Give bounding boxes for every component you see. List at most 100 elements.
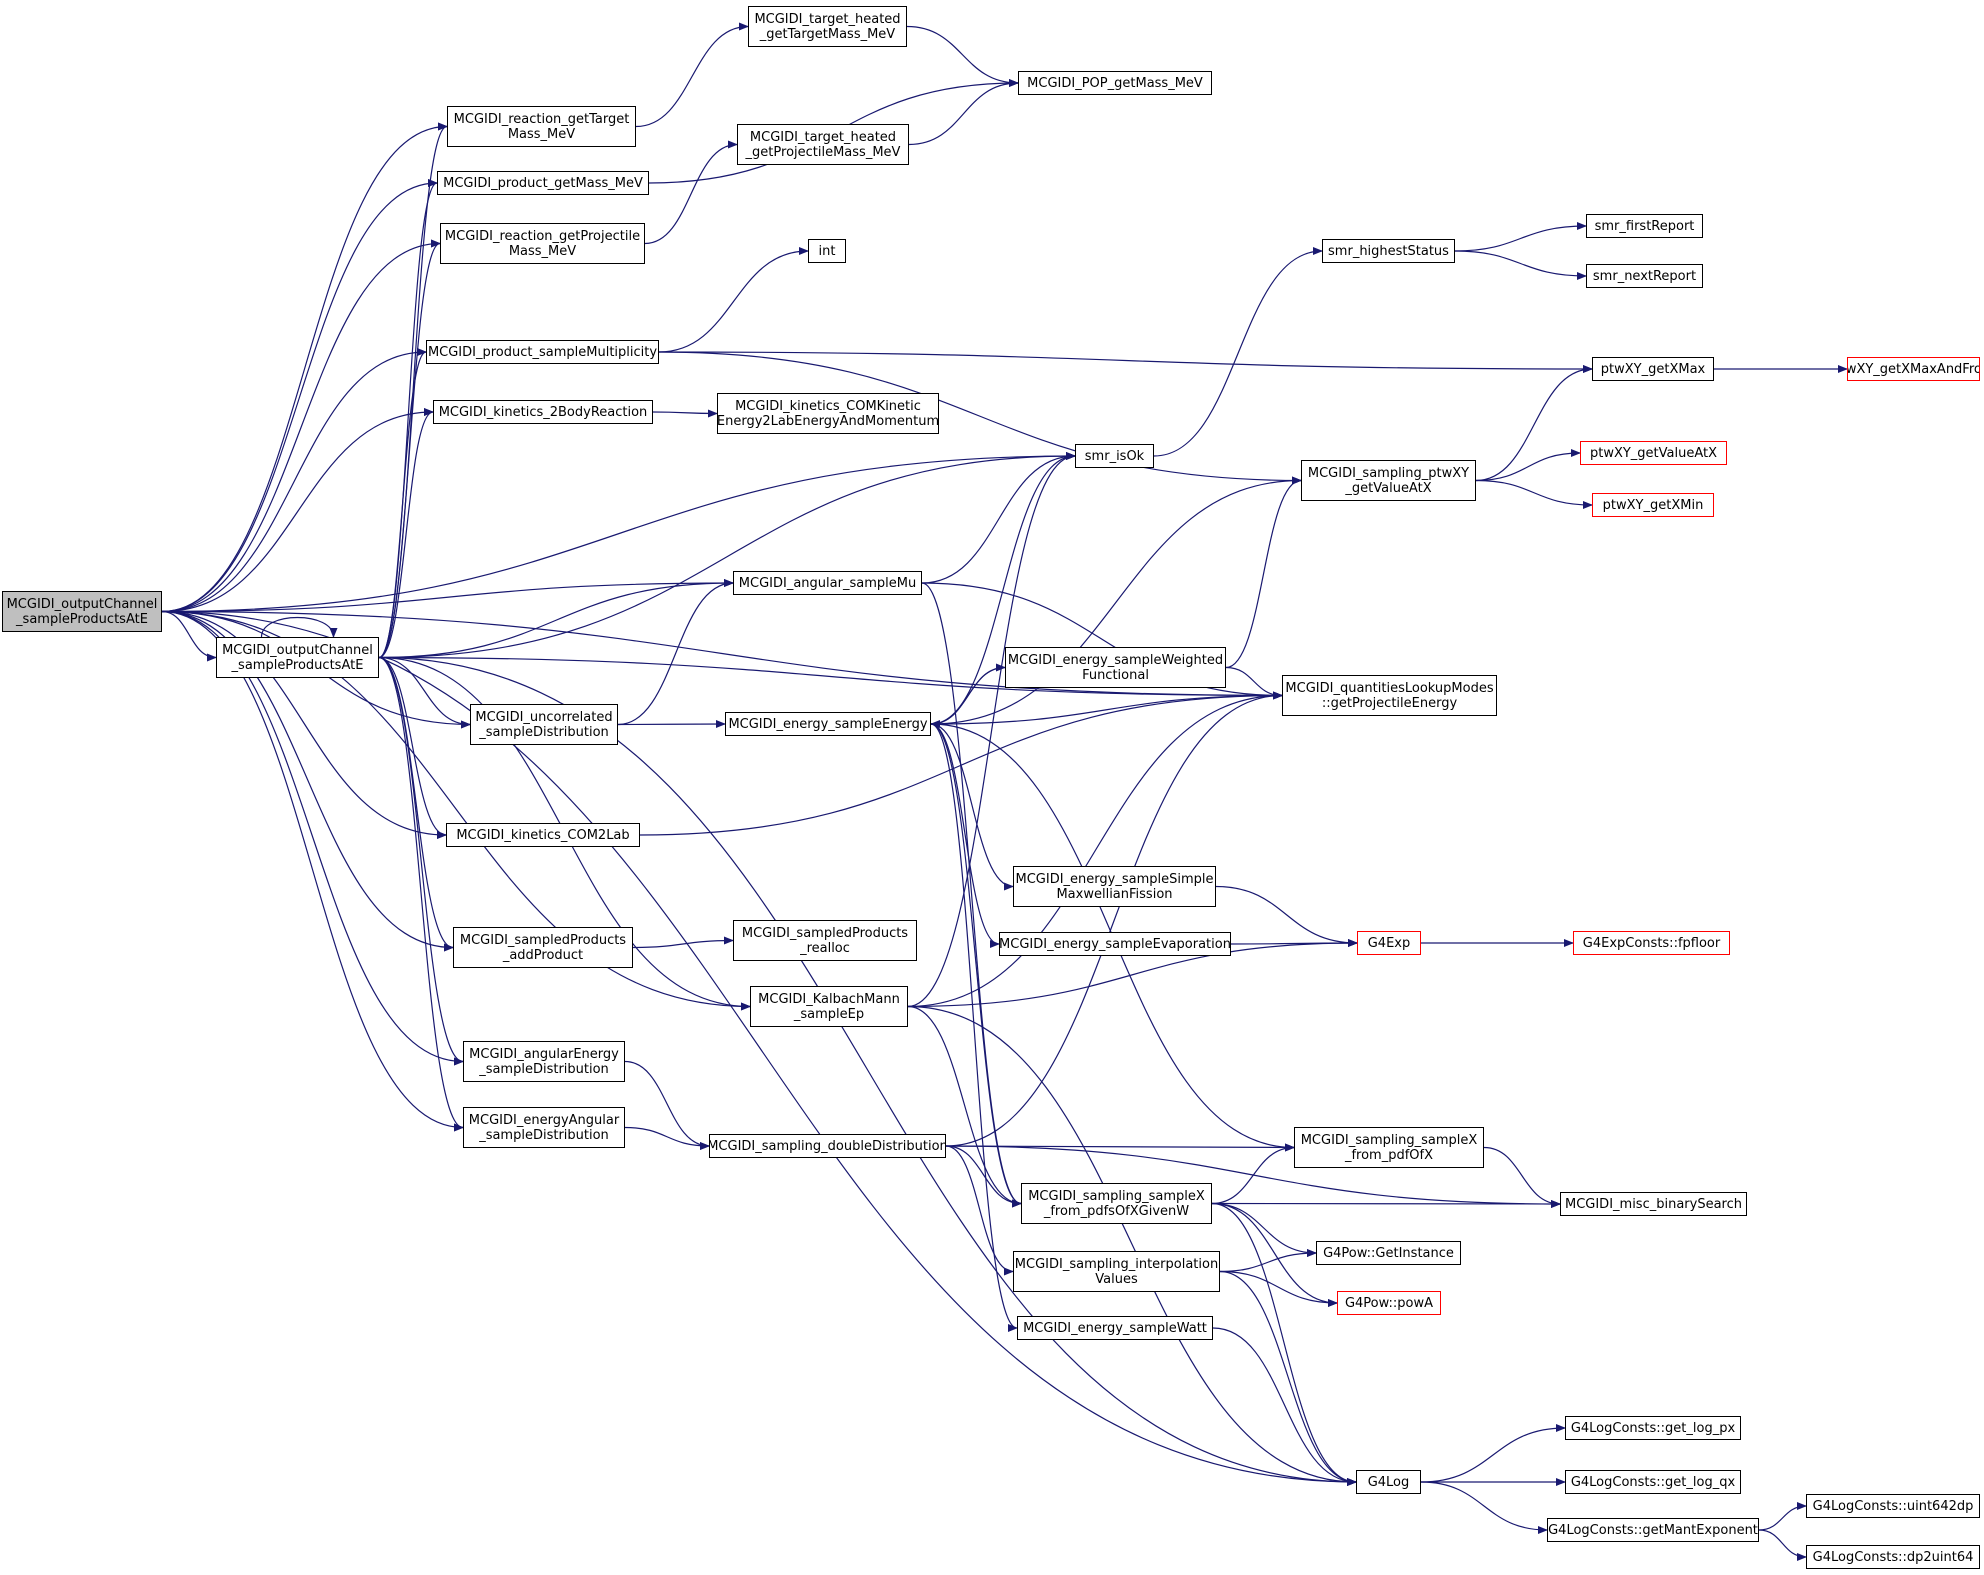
graph-node-kinetics-comkinetic[interactable]: MCGIDI_kinetics_COMKinetic Energy2LabEne…	[717, 393, 939, 434]
graph-node-selfcall[interactable]: MCGIDI_outputChannel _sampleProductsAtE	[216, 637, 379, 678]
call-edge-sampling-doubledistribution-to-sampling-samplex-pdfsofxgivenw	[945, 1145, 1022, 1208]
graph-node-ptwxy-getxmaxandfrom[interactable]: ptwXY_getXMaxAndFrom	[1847, 357, 1980, 381]
graph-node-smr-isok[interactable]: smr_isOk	[1075, 444, 1154, 468]
call-edge-root-to-product-samplemultiplicity	[161, 348, 427, 613]
graph-node-ptwxy-getxmin[interactable]: ptwXY_getXMin	[1592, 493, 1714, 517]
graph-node-smr-nextreport[interactable]: smr_nextReport	[1586, 264, 1703, 288]
graph-node-angularenergy[interactable]: MCGIDI_angularEnergy _sampleDistribution	[463, 1041, 625, 1082]
graph-node-energy-sampleweighted[interactable]: MCGIDI_energy_sampleWeighted Functional	[1005, 647, 1226, 688]
graph-node-g4log[interactable]: G4Log	[1356, 1470, 1421, 1494]
graph-node-sampling-samplex-pdfofx[interactable]: MCGIDI_sampling_sampleX _from_pdfOfX	[1294, 1127, 1484, 1168]
graph-node-sampling-ptwxy[interactable]: MCGIDI_sampling_ptwXY _getValueAtX	[1301, 460, 1476, 501]
call-edge-selfcall-to-sampledproducts-add	[378, 656, 454, 952]
call-edge-root-to-energyangular	[161, 610, 464, 1132]
call-edge-target-heated-getprojectile-to-pop-getmass	[908, 79, 1019, 146]
call-edge-root-to-smr-isok	[161, 452, 1076, 613]
call-edge-angularenergy-to-sampling-doubledistribution	[624, 1060, 710, 1150]
graph-node-g4logconsts-uint642dp[interactable]: G4LogConsts::uint642dp	[1806, 1494, 1980, 1518]
call-edge-sampling-doubledistribution-to-sampling-interpolation	[945, 1145, 1014, 1276]
call-edge-sampling-samplex-pdfsofxgivenw-to-g4pow-powa	[1211, 1202, 1338, 1307]
call-edge-sampling-ptwxy-to-ptwxy-getvalueatx	[1475, 449, 1581, 482]
graph-node-energyangular[interactable]: MCGIDI_energyAngular _sampleDistribution	[463, 1107, 625, 1148]
graph-node-sampling-samplex-pdfsofxgivenw[interactable]: MCGIDI_sampling_sampleX _from_pdfsOfXGiv…	[1021, 1183, 1212, 1224]
graph-node-pop-getmass[interactable]: MCGIDI_POP_getMass_MeV	[1018, 71, 1212, 95]
graph-node-energy-sampleenergy[interactable]: MCGIDI_energy_sampleEnergy	[725, 712, 931, 736]
call-edge-energy-sampleenergy-to-energy-samplewatt	[930, 723, 1018, 1332]
call-edge-angular-samplemu-to-smr-isok	[921, 452, 1076, 584]
call-edge-sampling-samplex-pdfsofxgivenw-to-misc-binarysearch	[1211, 1199, 1561, 1208]
graph-node-misc-binarysearch[interactable]: MCGIDI_misc_binarySearch	[1560, 1192, 1747, 1216]
call-edge-g4log-to-g4logconsts-get-log-px	[1420, 1424, 1566, 1483]
graph-node-target-heated-getprojectile[interactable]: MCGIDI_target_heated _getProjectileMass_…	[737, 124, 909, 165]
call-edge-product-samplemultiplicity-to-int	[658, 247, 809, 353]
graph-node-g4logconsts-dp2uint64[interactable]: G4LogConsts::dp2uint64	[1806, 1545, 1980, 1569]
graph-node-sampling-interpolation[interactable]: MCGIDI_sampling_interpolation Values	[1013, 1251, 1220, 1292]
call-edge-selfcall-to-product-samplemultiplicity	[378, 348, 427, 659]
call-edge-g4logconsts-getmantexponent-to-g4logconsts-uint642dp	[1758, 1502, 1807, 1531]
graph-node-g4exp[interactable]: G4Exp	[1357, 931, 1421, 955]
graph-node-ptwxy-getxmax[interactable]: ptwXY_getXMax	[1592, 357, 1714, 381]
call-edge-root-to-kinetics-2body	[161, 408, 434, 613]
call-edge-selfcall-to-quantitieslookup	[378, 656, 1283, 700]
call-edge-kalbachmann-to-smr-isok	[907, 452, 1076, 1008]
graph-node-root[interactable]: MCGIDI_outputChannel _sampleProductsAtE	[2, 591, 162, 632]
graph-node-energy-samplewatt[interactable]: MCGIDI_energy_sampleWatt	[1017, 1316, 1213, 1340]
call-edge-energy-sampleenergy-to-energy-samplesimple	[930, 723, 1014, 891]
graph-node-reaction-getprojectile[interactable]: MCGIDI_reaction_getProjectile Mass_MeV	[440, 223, 645, 264]
graph-node-g4logconsts-get-log-px[interactable]: G4LogConsts::get_log_px	[1565, 1416, 1741, 1440]
call-edge-smr-higheststatus-to-smr-firstreport	[1454, 222, 1587, 252]
graph-node-smr-higheststatus[interactable]: smr_highestStatus	[1322, 239, 1455, 263]
call-edge-sampling-samplex-pdfsofxgivenw-to-sampling-samplex-pdfofx	[1211, 1143, 1295, 1205]
graph-node-kinetics-com2lab[interactable]: MCGIDI_kinetics_COM2Lab	[446, 823, 640, 847]
call-edge-kalbachmann-to-quantitieslookup	[907, 691, 1283, 1008]
graph-node-ptwxy-getvalueatx[interactable]: ptwXY_getValueAtX	[1580, 441, 1727, 465]
call-edge-energy-sampleenergy-to-smr-isok	[930, 452, 1076, 725]
call-edge-selfcall-to-reaction-getprojectile	[378, 239, 441, 659]
call-edge-reaction-gettarget-to-target-heated-gettarget	[635, 22, 749, 128]
call-edge-sampling-interpolation-to-g4log	[1219, 1270, 1357, 1486]
call-edge-energy-sampleweighted-to-sampling-ptwxy	[1225, 476, 1302, 669]
call-edge-sampling-interpolation-to-g4pow-powa	[1219, 1270, 1338, 1307]
graph-node-product-getmass[interactable]: MCGIDI_product_getMass_MeV	[437, 171, 649, 195]
call-edge-kalbachmann-to-g4log	[907, 1005, 1357, 1486]
call-edge-selfcall-to-energyangular	[378, 656, 464, 1132]
call-edge-root-to-sampledproducts-add	[161, 610, 454, 952]
call-edge-selfcall-to-kinetics-2body	[378, 408, 434, 659]
graph-node-reaction-gettarget[interactable]: MCGIDI_reaction_getTarget Mass_MeV	[447, 106, 636, 147]
call-edge-energy-sampleenergy-to-energy-sampleevaporation	[930, 723, 1000, 948]
graph-node-kalbachmann[interactable]: MCGIDI_KalbachMann _sampleEp	[750, 986, 908, 1027]
graph-node-angular-samplemu[interactable]: MCGIDI_angular_sampleMu	[733, 571, 922, 595]
graph-node-kinetics-2body[interactable]: MCGIDI_kinetics_2BodyReaction	[433, 400, 653, 424]
graph-node-g4logconsts-get-log-qx[interactable]: G4LogConsts::get_log_qx	[1565, 1470, 1741, 1494]
graph-node-quantitieslookup[interactable]: MCGIDI_quantitiesLookupModes ::getProjec…	[1282, 675, 1497, 716]
graph-node-g4pow-powa[interactable]: G4Pow::powA	[1337, 1291, 1441, 1315]
graph-node-sampledproducts-add[interactable]: MCGIDI_sampledProducts _addProduct	[453, 927, 633, 968]
graph-node-uncorrelated[interactable]: MCGIDI_uncorrelated _sampleDistribution	[470, 704, 618, 745]
graph-node-g4logconsts-getmantexponent[interactable]: G4LogConsts::getMantExponent	[1547, 1518, 1759, 1542]
call-edge-energy-sampleweighted-to-quantitieslookup	[1225, 666, 1283, 700]
call-edge-product-samplemultiplicity-to-sampling-ptwxy	[658, 351, 1302, 485]
call-edge-kalbachmann-to-sampling-samplex-pdfsofxgivenw	[907, 1005, 1022, 1208]
call-edge-selfcall-to-kinetics-com2lab	[378, 656, 447, 839]
graph-node-g4pow-getinstance[interactable]: G4Pow::GetInstance	[1316, 1241, 1461, 1265]
graph-node-sampledproducts-realloc[interactable]: MCGIDI_sampledProducts _realloc	[733, 920, 917, 961]
call-edge-root-to-kalbachmann	[161, 610, 751, 1011]
call-edge-sampling-doubledistribution-to-sampling-samplex-pdfofx	[945, 1143, 1295, 1152]
call-edge-root-to-reaction-gettarget	[161, 122, 448, 613]
graph-node-g4expconsts-fpfloor[interactable]: G4ExpConsts::fpfloor	[1573, 931, 1730, 955]
call-edge-smr-higheststatus-to-smr-nextreport	[1454, 250, 1587, 280]
graph-node-target-heated-gettarget[interactable]: MCGIDI_target_heated _getTargetMass_MeV	[748, 6, 907, 47]
call-edge-g4log-to-g4logconsts-getmantexponent	[1420, 1481, 1548, 1534]
graph-node-energy-samplesimple[interactable]: MCGIDI_energy_sampleSimple MaxwellianFis…	[1013, 866, 1216, 907]
call-edge-reaction-getprojectile-to-target-heated-getprojectile	[644, 140, 738, 245]
call-edge-root-to-angularenergy	[161, 610, 464, 1066]
call-edge-energy-sampleenergy-to-sampling-samplex-pdfsofxgivenw	[930, 723, 1022, 1208]
graph-node-sampling-doubledistribution[interactable]: MCGIDI_sampling_doubleDistribution	[709, 1134, 946, 1158]
graph-node-energy-sampleevaporation[interactable]: MCGIDI_energy_sampleEvaporation	[999, 932, 1231, 956]
graph-node-product-samplemultiplicity[interactable]: MCGIDI_product_sampleMultiplicity	[426, 340, 659, 364]
call-edge-root-to-selfcall	[161, 610, 217, 662]
graph-node-int[interactable]: int	[808, 239, 846, 263]
graph-node-smr-firstreport[interactable]: smr_firstReport	[1586, 214, 1703, 238]
call-edge-root-to-product-getmass	[161, 179, 438, 613]
